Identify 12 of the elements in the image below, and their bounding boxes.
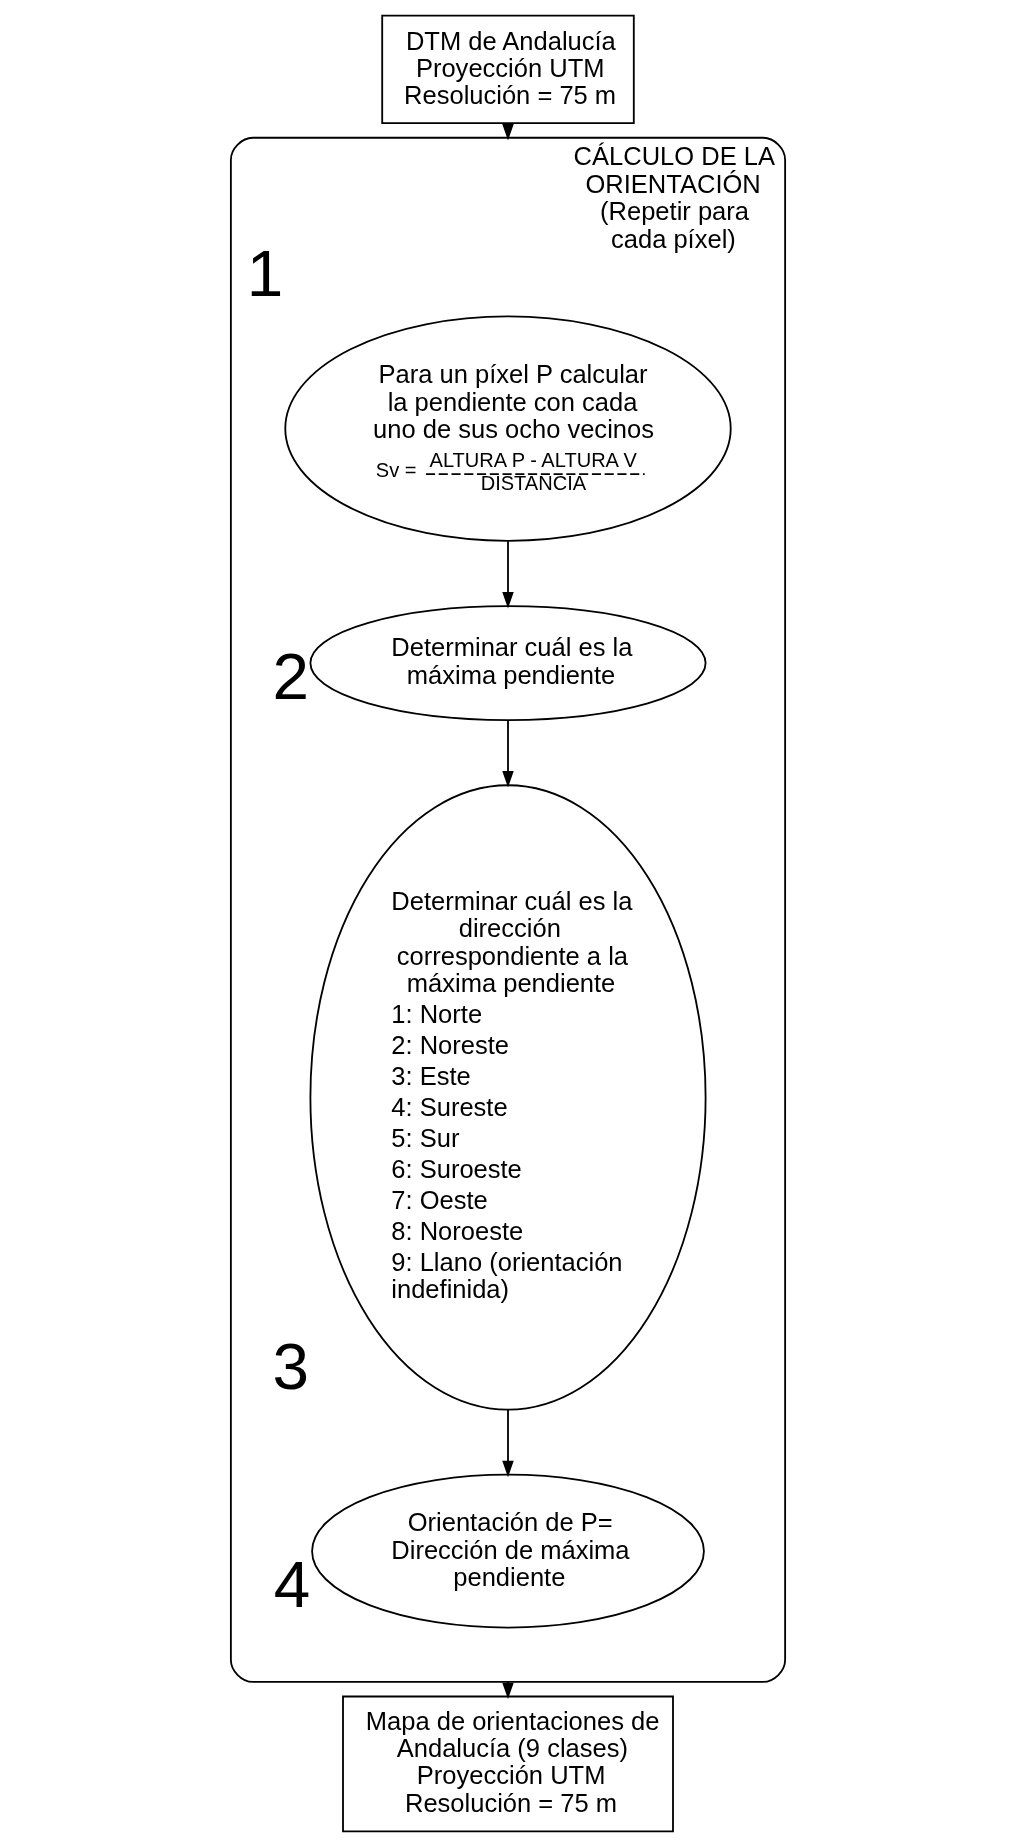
arrow bbox=[502, 1680, 514, 1700]
arrow bbox=[502, 1409, 514, 1478]
node-box: Mapa de orientaciones de Andalucía (9 clases) Proyección UTM Resolución = 75 m bbox=[342, 1695, 674, 1833]
node-ellipse: Orientación de P= Dirección de máxima pendiente bbox=[311, 1473, 705, 1629]
node-label: 4 bbox=[273, 1547, 311, 1621]
node-label: 2 bbox=[272, 640, 309, 714]
node-label: 1 bbox=[246, 237, 284, 311]
arrow bbox=[502, 719, 514, 788]
node-ellipse: Determinar cuál es la máxima pendiente bbox=[309, 605, 707, 721]
node-label: 3 bbox=[272, 1330, 309, 1404]
arrow bbox=[502, 540, 514, 609]
node-ellipse: Determinar cuál es la dirección correspondiente a la máxima pendiente 1: Norte 2: Noreste 3: Este 4: Sureste 5: Sur 6: Suroeste 7: Oeste 8: Noroeste 9: Llano (orientación indefinida) bbox=[309, 784, 707, 1411]
